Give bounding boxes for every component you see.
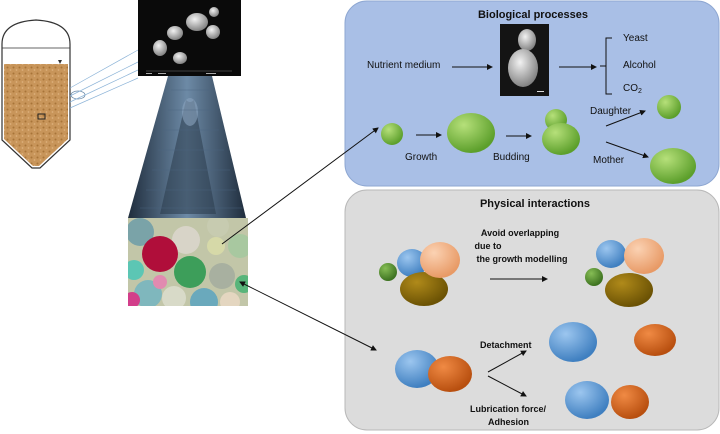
yeast-micrograph-inset bbox=[500, 24, 549, 96]
detached-cell-orange bbox=[634, 324, 676, 356]
detachment-label: Detachment bbox=[480, 340, 532, 350]
cell-growth-small bbox=[381, 123, 403, 145]
fermenter-vessel bbox=[1, 19, 86, 169]
arrow-to-physical bbox=[239, 281, 377, 351]
bio-panel-title: Biological processes bbox=[477, 9, 589, 21]
arrow-mother bbox=[605, 141, 649, 159]
cell-budding bbox=[542, 109, 580, 155]
overlapping-cells-before bbox=[379, 242, 460, 306]
cell-grown bbox=[447, 113, 495, 153]
arrow-daughter bbox=[605, 109, 646, 127]
overlap-line-3: the growth modelling bbox=[476, 254, 568, 264]
lubrication-line-2: Adhesion bbox=[488, 417, 530, 427]
arrow-to-biological bbox=[221, 127, 379, 245]
overlap-line-2: due to bbox=[474, 241, 502, 251]
overlap-line-1: Avoid overlapping bbox=[480, 228, 560, 238]
product-yeast-label: Yeast bbox=[623, 33, 648, 44]
arrow-lubrication bbox=[487, 375, 527, 397]
growth-label: Growth bbox=[405, 152, 438, 163]
overlapping-cells-after bbox=[585, 238, 664, 307]
detached-cell-blue bbox=[549, 322, 597, 362]
sem-micrograph bbox=[138, 0, 241, 76]
mother-label: Mother bbox=[593, 155, 625, 166]
product-co2-label: CO2 bbox=[623, 83, 642, 95]
co2-subscript: 2 bbox=[638, 88, 642, 95]
daughter-label: Daughter bbox=[590, 106, 632, 117]
budding-label: Budding bbox=[493, 152, 530, 163]
nutrient-medium-label: Nutrient medium bbox=[367, 60, 441, 71]
packed-cells-simulation bbox=[128, 218, 248, 306]
cell-mother bbox=[650, 148, 696, 184]
product-alcohol-label: Alcohol bbox=[623, 60, 656, 71]
lubricated-cell-pair bbox=[565, 381, 649, 419]
physical-panel bbox=[344, 189, 720, 431]
products-bracket bbox=[600, 37, 612, 95]
cell-daughter bbox=[657, 95, 681, 119]
cell-channel-tube bbox=[128, 76, 246, 218]
zoom-guide-lines bbox=[69, 49, 139, 109]
co2-text: CO bbox=[623, 83, 638, 94]
phys-panel-title: Physical interactions bbox=[479, 198, 591, 210]
adhered-cell-pair bbox=[395, 350, 472, 392]
lubrication-line-1: Lubrication force/ bbox=[470, 404, 547, 414]
arrow-detachment bbox=[487, 350, 527, 373]
